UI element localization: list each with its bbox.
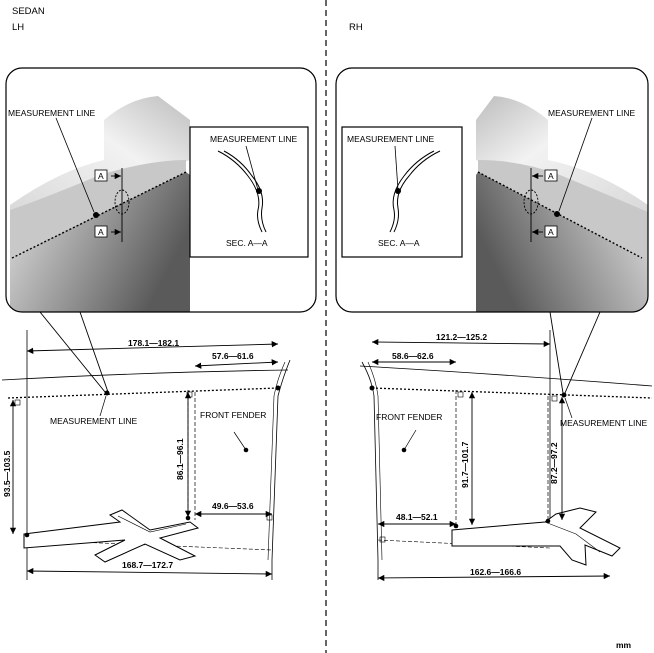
rh-section-inset-label: MEASUREMENT LINE xyxy=(347,134,435,144)
unit-label: mm xyxy=(616,640,632,650)
rh-fender-dark-surface xyxy=(476,172,648,312)
lh-dim-vertical-mid: 86.1—96.1 xyxy=(175,438,185,480)
rh-measurement-point xyxy=(554,211,560,217)
lh-detail-panel: MEASUREMENT LINE A A MEASUREMENT LINE SE… xyxy=(5,67,317,313)
lh-body-drawing: FRONT FENDER MEASUREMENT LINE 178.1—182.… xyxy=(1,330,291,580)
rh-section-profile-outer xyxy=(389,150,435,233)
lh-section-title: SEC. A—A xyxy=(226,238,268,248)
lh-fender-dark-surface xyxy=(10,172,190,312)
lh-dim-top-overall: 178.1—182.1 xyxy=(128,338,179,348)
lh-body-measurement-line-label: MEASUREMENT LINE xyxy=(50,416,138,426)
lh-section-point xyxy=(256,188,262,194)
lh-dim-bottom-short: 49.6—53.6 xyxy=(212,501,254,511)
rh-jack-point-marker xyxy=(451,507,621,566)
model-label: SEDAN xyxy=(12,6,45,17)
lh-jack-point-marker xyxy=(23,509,200,563)
rh-section-point xyxy=(395,188,401,194)
lh-dim-vertical-left: 93.5—103.5 xyxy=(2,450,12,497)
rh-measurement-line-dotted xyxy=(477,171,643,259)
rh-fender-light-surface xyxy=(476,96,648,218)
lh-section-inset-frame xyxy=(189,126,309,258)
lh-section-marker-top: A xyxy=(98,171,104,181)
rh-section-title: SEC. A—A xyxy=(378,238,420,248)
lh-dim-bottom-overall: 168.7—172.7 xyxy=(122,560,173,570)
lh-measurement-line-body xyxy=(7,387,279,399)
rh-dim-top-short: 58.6—62.6 xyxy=(392,351,434,361)
lh-measurement-point xyxy=(93,212,99,218)
right-side-label: RH xyxy=(349,22,363,33)
lh-dim-top-short: 57.6—61.6 xyxy=(212,351,254,361)
lh-section-inset-label: MEASUREMENT LINE xyxy=(210,134,298,144)
rh-section-marker-bottom: A xyxy=(548,227,554,237)
rh-detail-panel: MEASUREMENT LINE A A MEASUREMENT LINE SE… xyxy=(335,67,649,313)
rh-detail-frame xyxy=(335,67,649,313)
rh-measurement-line-label: MEASUREMENT LINE xyxy=(548,108,636,118)
rh-dim-vertical-mid: 91.7—101.7 xyxy=(460,441,470,488)
lh-fender-light-surface xyxy=(10,96,190,220)
left-side-label: LH xyxy=(12,22,24,33)
rh-body-measurement-line-label: MEASUREMENT LINE xyxy=(560,418,648,428)
rh-section-marker-top: A xyxy=(548,171,554,181)
rh-body-drawing: FRONT FENDER MEASUREMENT LINE 121.2—125.… xyxy=(359,330,653,582)
lh-section-marker-bottom: A xyxy=(98,227,104,237)
lh-front-fender-label: FRONT FENDER xyxy=(200,410,266,420)
lh-detail-frame xyxy=(5,67,317,313)
rh-dim-bottom-overall: 162.6—166.6 xyxy=(470,567,521,577)
rh-measurement-line-body xyxy=(371,387,653,399)
rh-front-fender-label: FRONT FENDER xyxy=(376,412,442,422)
rh-dim-bottom-short: 48.1—52.1 xyxy=(396,512,438,522)
rh-section-inset-frame xyxy=(341,126,463,258)
rh-dim-vertical-right: 87.2—97.2 xyxy=(549,442,559,484)
lh-measurement-line-label: MEASUREMENT LINE xyxy=(8,108,96,118)
rh-dim-top-overall: 121.2—125.2 xyxy=(436,332,487,342)
